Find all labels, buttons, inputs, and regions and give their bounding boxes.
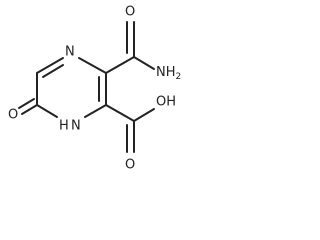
bond-n4-c5: [36, 57, 64, 74]
amide-o-label: O: [125, 5, 135, 20]
bond-n4-c3: [78, 57, 107, 74]
bond-cacid-oh: [133, 108, 155, 122]
carboxylic-acid-group: [105, 104, 155, 153]
carboxamide-group: [105, 21, 155, 74]
bond-n4-c5-double: [42, 64, 64, 78]
ring-nh-h-label: H: [59, 119, 69, 134]
bond-c6-o: [21, 104, 38, 115]
amide-nh-text: NH: [156, 65, 176, 80]
bond-c3-camide: [105, 56, 135, 74]
ring-n-top-label: N: [65, 45, 75, 60]
bond-c6-o-double: [18, 98, 35, 109]
chemical-structure: N O NH2 O H N OH O: [8, 5, 181, 173]
bond-camide-n: [133, 56, 155, 70]
acid-oh-label: OH: [156, 95, 176, 110]
bond-c6-n1: [36, 104, 58, 118]
ring-nh-n-label: N: [71, 119, 81, 134]
bond-c2-cacid: [105, 104, 135, 122]
amide-nh2-label: NH2: [156, 65, 181, 82]
amide-nh2-subscript: 2: [176, 72, 182, 82]
ring-carbonyl: [18, 98, 38, 115]
pyrazinone-ring: [36, 57, 107, 118]
acid-o-label: O: [125, 158, 135, 173]
carbonyl-o-label: O: [8, 108, 18, 123]
bond-n1-c2: [84, 104, 107, 118]
